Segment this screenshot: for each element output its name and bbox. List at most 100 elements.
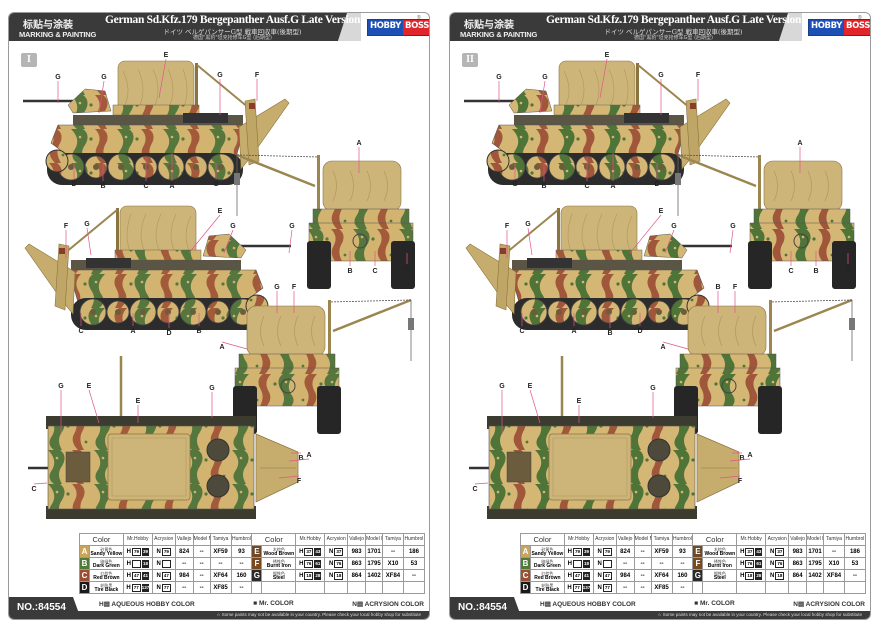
- color-name-en: Red Brown: [93, 574, 120, 581]
- callout-label-g: G: [213, 181, 219, 188]
- n-prefix: N: [156, 572, 161, 579]
- color-name-en: Sandy Yellow: [90, 550, 123, 557]
- callout-label-g: G: [671, 223, 677, 230]
- color-swatch: A: [520, 545, 531, 558]
- humbrol-code: 186: [402, 545, 426, 558]
- callout-leader-line: [662, 341, 689, 350]
- vallejo-code: --: [615, 581, 635, 594]
- color-swatch: F: [692, 557, 704, 570]
- callout-label-c: C: [519, 328, 524, 335]
- callout-leader-line: [288, 458, 310, 462]
- callout-label-f: F: [738, 478, 743, 485]
- callout-leader-line: [33, 482, 48, 485]
- availability-note: ☆ Some paints may not be available in yo…: [69, 611, 429, 619]
- color-name-cn: 木棕色: [713, 546, 726, 552]
- callout-label-g: G: [58, 383, 64, 390]
- mr-color-code: 137: [582, 583, 591, 592]
- header-tamiya: Tamiya: [382, 533, 404, 546]
- callout-label-g: G: [274, 284, 280, 291]
- h-prefix: H: [126, 572, 131, 579]
- color-name-cn: 木棕色: [272, 546, 285, 552]
- callout-label-d: D: [166, 330, 171, 337]
- color-swatch: D: [79, 581, 90, 594]
- logo-boss: BOSS: [403, 20, 429, 35]
- header-humbrol: Humbrol: [230, 533, 253, 546]
- aqueous-code: 79: [572, 547, 582, 556]
- vallejo-code: 864: [788, 569, 808, 582]
- callout-label-c: C: [143, 183, 148, 190]
- acrysion-number: 77: [602, 583, 612, 592]
- model-master-code: --: [192, 569, 211, 582]
- model-master-code: --: [633, 569, 652, 582]
- kit-title: German Sd.Kfz.179 Bergepanther Ausf.G La…: [105, 14, 361, 26]
- mr-color-code: 39: [141, 547, 149, 556]
- callout-label-c: C: [472, 486, 477, 493]
- mr-color-code: 18: [582, 559, 590, 568]
- callout-label-f: F: [64, 223, 69, 230]
- chinese-title: 德国"黑豹"坦克抢修车G型 (后期型): [634, 35, 713, 41]
- color-name-en: Burnt Iron: [266, 562, 291, 569]
- color-swatch: G: [692, 569, 704, 582]
- header-acrysion: Acrysion: [324, 533, 349, 546]
- n-prefix: N: [328, 548, 334, 555]
- humbrol-code: 53: [843, 557, 867, 570]
- callout-label-b: B: [298, 455, 303, 462]
- model-master-code: --: [192, 545, 211, 558]
- callout-label-a: A: [219, 344, 224, 351]
- tamiya-code: --: [209, 557, 232, 570]
- color-name-en: Dark Green: [533, 562, 561, 569]
- callout-label-e: E: [87, 383, 92, 390]
- top-view-vehicle: [28, 356, 299, 519]
- humbrol-code: 186: [843, 545, 867, 558]
- callout-label-a: A: [356, 140, 361, 147]
- callout-leader-line: [188, 214, 221, 254]
- callout-leader-line: [629, 214, 662, 254]
- callout-label-g: G: [730, 223, 736, 230]
- callout-label-g: G: [845, 266, 851, 273]
- end-view-vehicle: [234, 153, 415, 289]
- mr-color-code: 61: [755, 559, 763, 568]
- model-master-code: 1402: [806, 569, 824, 582]
- color-swatch: C: [79, 569, 90, 582]
- callout-label-e: E: [528, 383, 533, 390]
- color-swatch: C: [520, 569, 531, 582]
- tamiya-code: XF85: [650, 581, 673, 594]
- tamiya-code: --: [823, 545, 845, 558]
- humbrol-code: --: [843, 569, 867, 582]
- header-color: Color: [692, 533, 738, 546]
- header-model-master: Model Master: [806, 533, 824, 546]
- header-tamiya: Tamiya: [650, 533, 673, 546]
- logo-boss: BOSS: [844, 20, 870, 35]
- aqueous-code: 79: [131, 547, 141, 556]
- humbrol-code: 93: [671, 545, 694, 558]
- mr-color-code: 28: [314, 571, 322, 580]
- hobby-boss-logo: HOBBY BOSS: [808, 19, 870, 36]
- callout-label-d: D: [654, 181, 659, 188]
- aqueous-code: 37: [745, 547, 755, 556]
- mr-color-code: 41: [141, 571, 149, 580]
- tamiya-code: XF59: [650, 545, 673, 558]
- tamiya-code: X10: [382, 557, 404, 570]
- vallejo-code: --: [174, 557, 194, 570]
- header-acrysion: Acrysion: [765, 533, 790, 546]
- header-humbrol: Humbrol: [402, 533, 426, 546]
- callout-label-c: C: [78, 328, 83, 335]
- callout-label-f: F: [733, 284, 738, 291]
- h-prefix: H: [740, 572, 745, 579]
- mr-color-code: 18: [141, 559, 149, 568]
